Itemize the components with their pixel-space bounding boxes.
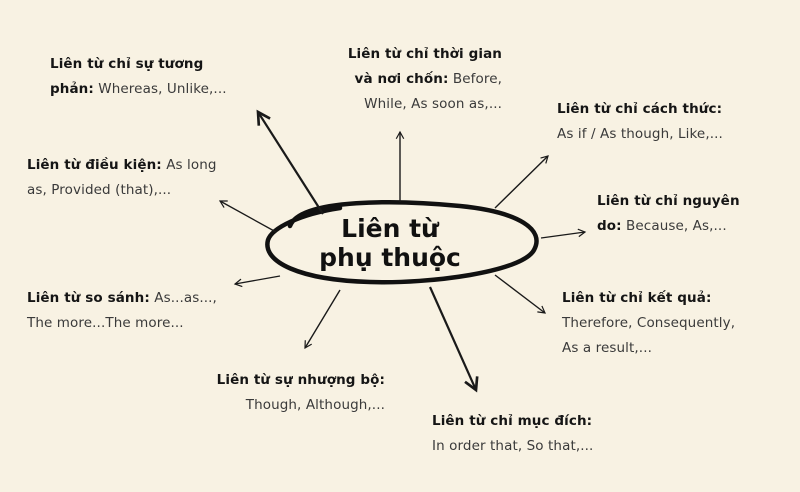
center-line-2: phụ thuộc: [319, 243, 461, 272]
node-condition-examples-1: As long: [161, 157, 217, 173]
node-purpose: Liên từ chỉ mục đích: In order that, So …: [432, 409, 593, 459]
node-time-place: Liên từ chỉ thời gian và nơi chốn: Befor…: [300, 42, 502, 117]
arrow-concession: [304, 289, 341, 350]
node-time-place-title-2: và nơi chốn:: [354, 71, 449, 87]
arrow-result: [494, 274, 546, 314]
node-comparison: Liên từ so sánh: As...as..., The more...…: [27, 286, 217, 336]
arrow-manner: [494, 155, 549, 209]
node-purpose-title: Liên từ chỉ mục đích:: [432, 413, 593, 429]
node-comparison-examples-2: The more...The more...: [27, 315, 184, 331]
node-reason: Liên từ chỉ nguyên do: Because, As,...: [597, 189, 740, 239]
node-result: Liên từ chỉ kết quả: Therefore, Conseque…: [562, 286, 735, 361]
node-time-place-examples-2: While, As soon as,...: [364, 96, 502, 112]
node-manner-title: Liên từ chỉ cách thức:: [557, 101, 723, 117]
node-reason-title: Liên từ chỉ nguyên: [597, 193, 740, 209]
node-reason-title-2: do:: [597, 218, 622, 234]
arrow-purpose: [428, 286, 476, 390]
node-concession-examples: Though, Although,...: [245, 397, 385, 413]
node-contrast-title-2: phản:: [50, 81, 94, 97]
arrow-condition: [218, 200, 277, 233]
node-condition-title: Liên từ điều kiện:: [27, 157, 162, 173]
node-contrast: Liên từ chỉ sự tương phản: Whereas, Unli…: [50, 52, 227, 102]
node-result-title: Liên từ chỉ kết quả:: [562, 290, 712, 306]
node-contrast-title: Liên từ chỉ sự tương: [50, 56, 204, 72]
node-result-examples-2: As a result,...: [562, 340, 652, 356]
node-reason-examples: Because, As,...: [621, 218, 727, 234]
node-condition: Liên từ điều kiện: As long as, Provided …: [27, 153, 217, 203]
node-condition-examples-2: as, Provided (that),...: [27, 182, 172, 198]
node-result-examples-1: Therefore, Consequently,: [562, 315, 736, 331]
center-line-1: Liên từ: [341, 214, 439, 243]
node-manner: Liên từ chỉ cách thức: As if / As though…: [557, 97, 723, 147]
center-ellipse: [265, 200, 539, 285]
arrow-comparison: [233, 275, 281, 288]
node-time-place-examples-1: Before,: [448, 71, 502, 87]
node-time-place-title: Liên từ chỉ thời gian: [347, 46, 502, 62]
node-concession-title: Liên từ sự nhượng bộ:: [216, 372, 385, 388]
node-comparison-title: Liên từ so sánh:: [27, 290, 150, 306]
center-topic: Liên từ phụ thuộc: [300, 214, 480, 272]
node-manner-examples: As if / As though, Like,...: [557, 126, 723, 142]
arrow-reason: [540, 228, 587, 239]
node-concession: Liên từ sự nhượng bộ: Though, Although,.…: [180, 368, 385, 418]
node-contrast-examples: Whereas, Unlike,...: [93, 81, 227, 97]
arrow-contrast: [258, 112, 324, 215]
node-purpose-examples: In order that, So that,...: [432, 438, 594, 454]
node-comparison-examples-1: As...as...,: [149, 290, 217, 306]
